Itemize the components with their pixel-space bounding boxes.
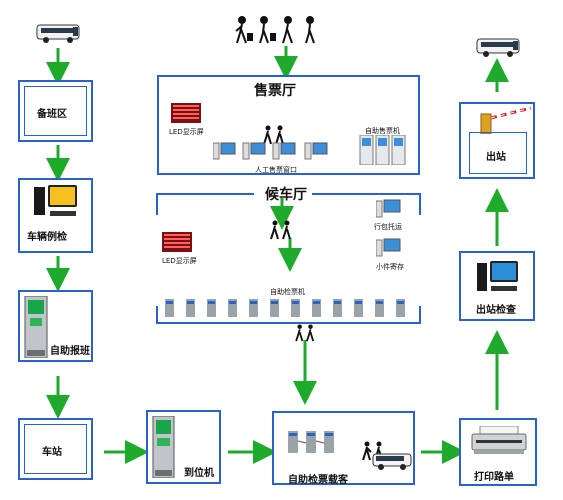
self-check-boarding-box: 自助检票载客 — [272, 411, 415, 486]
print-waybill-label: 打印路单 — [474, 472, 514, 483]
exit-check-box: 出站检查 — [459, 251, 535, 321]
ticket-counter-computers — [213, 142, 328, 160]
walking-people-icon — [295, 324, 315, 342]
vehicle-inspection-label: 车辆例检 — [27, 232, 67, 243]
self-ticket-machine-label: 自助售票机 — [365, 127, 400, 135]
arrival-label: 到位机 — [184, 468, 214, 479]
computer-icon — [376, 199, 401, 218]
bus-icon — [476, 38, 520, 57]
ticket-hall-box: 售票厅 LED显示屏 人工售票窗口 自助售票机 — [157, 75, 420, 175]
small-storage-label: 小件寄存 — [376, 263, 404, 271]
waiting-hall-led-label: LED显示屏 — [162, 257, 197, 265]
exit-check-label: 出站检查 — [476, 305, 516, 316]
waiting-hall-title: 候车厅 — [265, 187, 307, 203]
computer-icon — [376, 238, 401, 257]
travelers-icon — [235, 16, 315, 44]
station-label: 车站 — [42, 447, 62, 458]
vehicle-inspection-box: 车辆例检 — [18, 178, 93, 253]
led-screen-icon — [171, 103, 201, 123]
station-box: 车站 — [18, 418, 93, 480]
ticket-machines-icon — [359, 135, 406, 165]
printer-icon — [471, 426, 527, 454]
standby-area-label: 备班区 — [37, 109, 67, 120]
gate-row-icon — [165, 299, 405, 317]
computer-icon — [34, 185, 77, 216]
waiting-hall-bracket — [156, 193, 421, 324]
exit-station-label: 出站 — [486, 152, 506, 163]
print-waybill-box: 打印路单 — [459, 418, 537, 486]
walking-people-icon — [270, 220, 291, 240]
self-check-boarding-label: 自助检票载客 — [288, 475, 348, 486]
ticket-hall-led-label: LED显示屏 — [169, 128, 204, 136]
standby-area-box: 备班区 — [18, 80, 93, 142]
ticket-hall-title: 售票厅 — [254, 83, 296, 99]
led-screen-icon — [162, 232, 192, 252]
bus-icon — [372, 453, 412, 470]
walking-people-icon — [263, 125, 284, 145]
turnstile-icon — [288, 431, 334, 453]
barrier-gate-icon — [480, 106, 532, 134]
manual-window-label: 人工售票窗口 — [255, 166, 297, 174]
kiosk-icon — [24, 296, 48, 358]
self-report-box: 自助报班 — [18, 290, 93, 362]
bus-icon — [36, 24, 80, 43]
self-report-label: 自助报班 — [50, 346, 90, 357]
arrival-box: 到位机 — [146, 410, 221, 484]
computer-icon — [477, 261, 518, 291]
kiosk-icon — [152, 416, 175, 478]
exit-station-box: 出站 — [459, 102, 535, 179]
baggage-checkin-label: 行包托运 — [374, 223, 402, 231]
self-gate-machine-label: 自助检票机 — [270, 288, 305, 296]
